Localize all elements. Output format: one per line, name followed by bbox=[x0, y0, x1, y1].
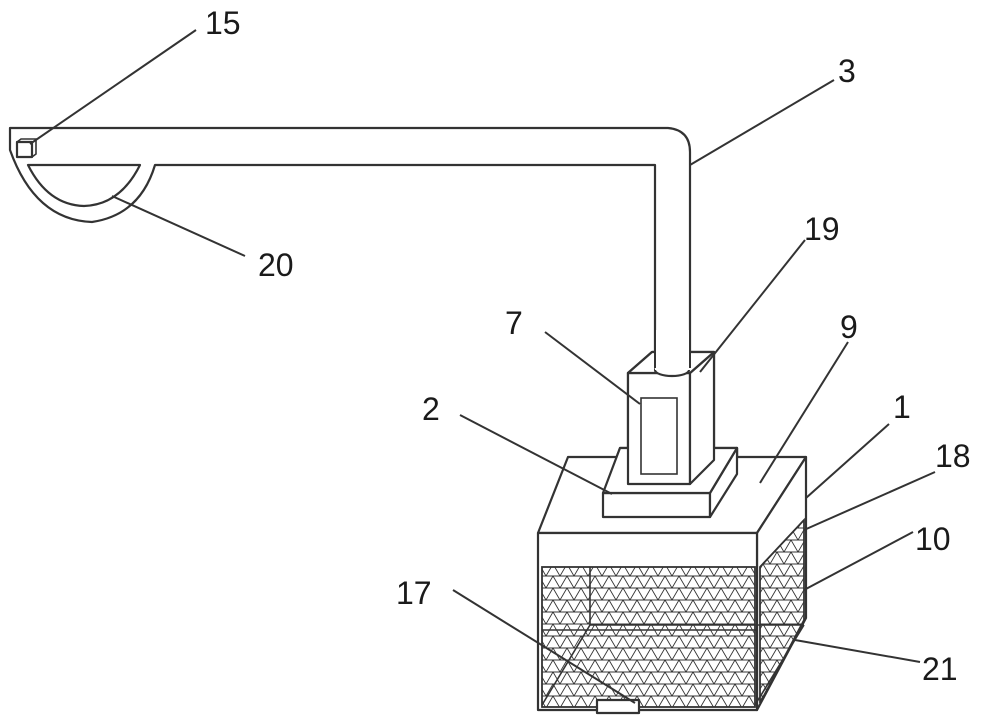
mesh-basket bbox=[541, 517, 805, 710]
label-10: 10 bbox=[915, 521, 951, 557]
label-19: 19 bbox=[804, 211, 840, 247]
label-15: 15 bbox=[205, 5, 241, 41]
lamp-shade bbox=[26, 163, 142, 208]
label-9: 9 bbox=[840, 309, 858, 345]
label-3: 3 bbox=[838, 53, 856, 89]
part-labels: 15 3 20 19 7 9 2 1 18 10 17 21 bbox=[205, 5, 971, 687]
label-21: 21 bbox=[922, 651, 958, 687]
leader-lines bbox=[29, 29, 936, 704]
label-20: 20 bbox=[258, 247, 294, 283]
label-17: 17 bbox=[396, 575, 432, 611]
label-18: 18 bbox=[935, 438, 971, 474]
drain-outlet bbox=[595, 698, 641, 715]
label-7: 7 bbox=[505, 305, 523, 341]
label-2: 2 bbox=[422, 391, 440, 427]
label-1: 1 bbox=[893, 389, 911, 425]
